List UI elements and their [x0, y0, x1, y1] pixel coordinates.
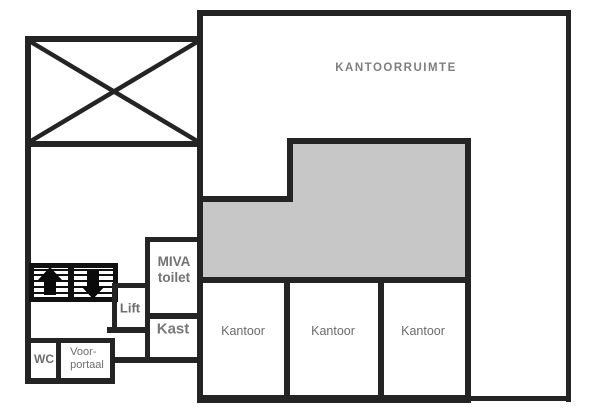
room-label-kast: Kast — [156, 320, 190, 338]
wall — [25, 36, 31, 383]
wall — [29, 36, 203, 42]
wall — [110, 357, 203, 363]
stair-tread — [74, 269, 113, 271]
room-label-kantoorruimte: KANTOORRUIMTE — [335, 62, 457, 74]
wall — [29, 141, 203, 147]
room-label-lift: Lift — [119, 300, 141, 316]
wall — [287, 138, 471, 144]
wall — [197, 277, 471, 283]
wall — [110, 338, 115, 383]
wall — [25, 378, 115, 384]
wall — [197, 395, 471, 403]
wall — [145, 237, 203, 242]
stairs-up-arrow-icon — [44, 280, 56, 295]
room-label-wc: WC — [34, 352, 54, 366]
wall — [28, 338, 115, 343]
wall — [197, 10, 571, 16]
wall — [466, 396, 571, 401]
wall — [68, 263, 74, 302]
room-label-voorportaal: Voor- portaal — [70, 346, 104, 372]
room-label-kantoor-1: Kantoor — [221, 324, 265, 338]
wall — [566, 10, 571, 402]
stairs-down-arrow-icon — [81, 286, 105, 299]
room-label-miva-line2: toilet — [157, 270, 191, 285]
stairs-down-arrow-icon — [87, 271, 99, 286]
room-label-kantoor-3: Kantoor — [401, 324, 445, 338]
wall — [112, 283, 150, 288]
room-label-miva-line1: MIVA — [157, 254, 191, 269]
wall — [112, 283, 117, 333]
room-label-miva-toilet: MIVA toilet — [158, 254, 191, 286]
wall — [284, 277, 290, 402]
wall — [197, 10, 203, 402]
room-label-voorportaal-line1: Voor- — [70, 346, 97, 358]
stairwell-cross-icon — [29, 40, 199, 143]
wall — [145, 313, 203, 319]
highlighted-area-upper — [290, 141, 468, 202]
room-label-voorportaal-line2: portaal — [70, 359, 104, 371]
room-label-kantoor-2: Kantoor — [311, 324, 355, 338]
wall — [287, 138, 293, 202]
wall — [378, 277, 384, 402]
wall — [465, 138, 471, 402]
wall — [107, 327, 150, 333]
wall — [145, 237, 150, 363]
wall — [56, 338, 61, 383]
highlighted-area-lower — [201, 200, 468, 280]
stairs-up-arrow-icon — [38, 267, 62, 280]
wall — [197, 196, 293, 202]
